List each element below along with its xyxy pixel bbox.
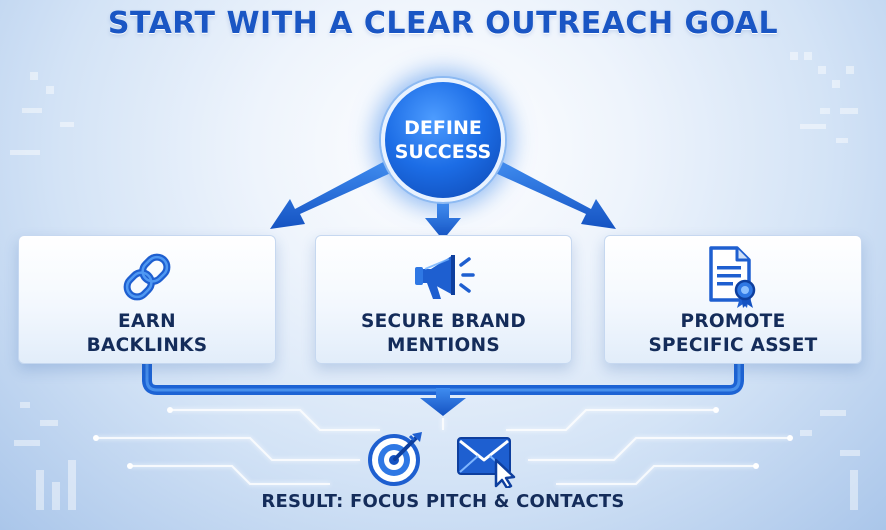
background-data-squares: [10, 52, 860, 510]
target-icon: [366, 430, 426, 492]
circuit-nodes: [93, 407, 793, 469]
goal-card-backlinks: EARN BACKLINKS: [18, 235, 276, 364]
goal-label-line2: SPECIFIC ASSET: [648, 335, 818, 356]
result-collector: [142, 360, 744, 416]
arrow-to-backlinks: [270, 160, 393, 229]
goal-card-asset: PROMOTE SPECIFIC ASSET: [604, 235, 862, 364]
arrow-to-result: [420, 388, 466, 416]
result-label: RESULT: FOCUS PITCH & CONTACTS: [261, 491, 625, 512]
envelope-cursor-icon: [456, 432, 520, 492]
define-success-hub: DEFINE SUCCESS: [381, 78, 505, 202]
link-chain-icon: [19, 244, 275, 310]
goal-label-line1: PROMOTE: [680, 311, 786, 332]
arrow-to-mentions: [425, 200, 461, 240]
goal-label-line2: MENTIONS: [387, 335, 500, 356]
megaphone-icon: [316, 244, 571, 310]
hub-label-line1: DEFINE: [404, 117, 482, 139]
hub-label-line2: SUCCESS: [394, 141, 492, 163]
goal-label: PROMOTE SPECIFIC ASSET: [605, 310, 861, 358]
hub-arrows: [270, 160, 616, 240]
goal-label: SECURE BRAND MENTIONS: [316, 310, 571, 358]
page-title: START WITH A CLEAR OUTREACH GOAL: [107, 6, 779, 41]
circuit-traces: [96, 409, 790, 485]
certificate-document-icon: [605, 244, 861, 310]
arrow-to-asset: [493, 160, 616, 229]
goal-label-line1: EARN: [118, 311, 176, 332]
goal-label-line2: BACKLINKS: [86, 335, 208, 356]
goal-card-mentions: SECURE BRAND MENTIONS: [315, 235, 572, 364]
goal-label-line1: SECURE BRAND: [361, 311, 526, 332]
goal-label: EARN BACKLINKS: [19, 310, 275, 358]
